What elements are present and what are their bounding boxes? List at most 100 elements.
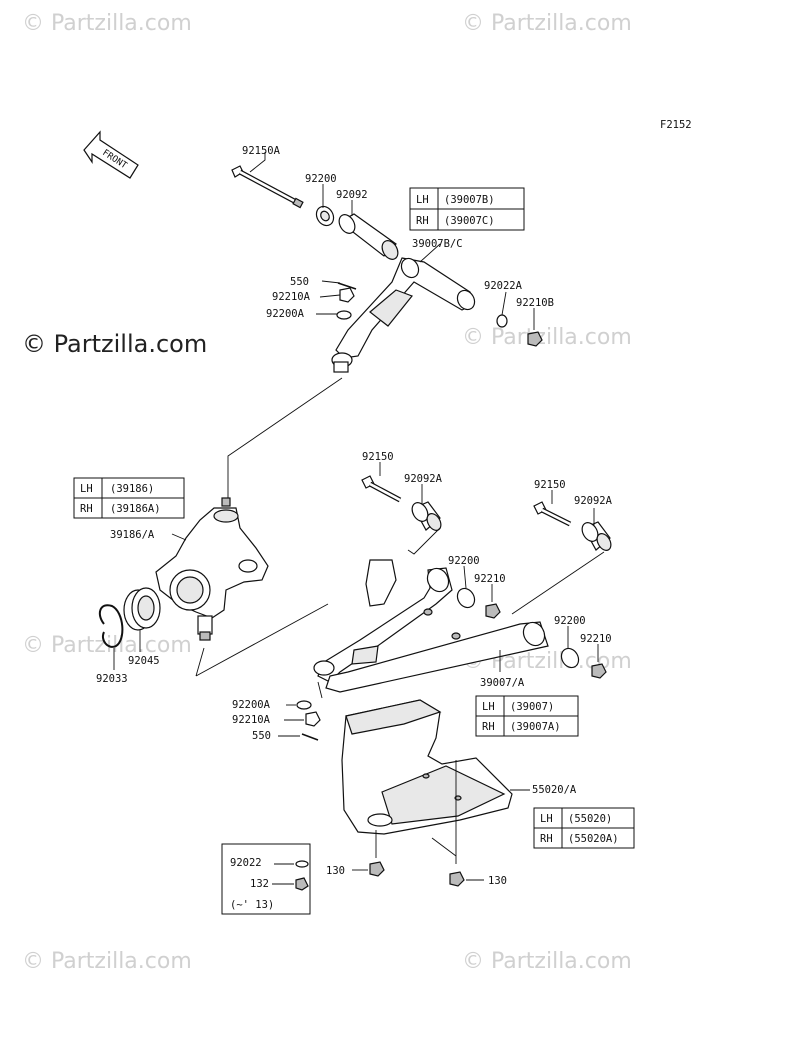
circlip-92033: [98, 604, 124, 648]
label-92150-l: 92150: [362, 451, 394, 463]
table-guard-part-1: (55020A): [568, 833, 619, 845]
label-92200A-top: 92200A: [266, 308, 305, 320]
table-knuckle-part-1: (39186A): [110, 503, 161, 515]
label-92200A-bot: 92200A: [232, 699, 271, 711]
label-39007BC: 39007B/C: [412, 238, 463, 250]
leader-550-top: [321, 280, 341, 284]
leader-bushing-to-arm-l: [407, 527, 441, 555]
leader-knuckle-to-arm: [195, 603, 329, 677]
front-arrow-icon: FRONT: [83, 130, 139, 179]
cotter-pin-550-bot: [301, 733, 319, 741]
label-39186A: 39186/A: [110, 529, 155, 541]
inset-bolt-label: 132: [250, 878, 269, 890]
table-upper-arm-side-0: LH: [416, 194, 429, 206]
nut-92210B: [527, 331, 543, 347]
washer-92200A-top: [336, 310, 352, 320]
bushing-92092-top: [338, 213, 399, 260]
label-92200-m2: 92200: [554, 615, 586, 627]
watermark-top-right: © Partzilla.com: [462, 11, 632, 36]
table-lower-arm-part-0: (39007): [510, 701, 554, 713]
label-92200-top: 92200: [305, 173, 337, 185]
leader-92210A-top: [319, 294, 341, 298]
table-guard-side-1: RH: [540, 833, 553, 845]
inset-box: 92022 132 (~' 13): [221, 843, 311, 915]
label-550-bot: 550: [252, 730, 271, 742]
label-92022A: 92022A: [484, 280, 523, 292]
table-upper-arm: LH (39007B) RH (39007C): [409, 187, 525, 231]
inset-washer-icon: [295, 860, 309, 868]
leader-balljoint-upper: [227, 377, 343, 498]
bolt-130-right: [449, 871, 465, 887]
label-92092-top: 92092: [336, 189, 368, 201]
washer-92200A-bot: [296, 700, 312, 710]
label-130-r: 130: [488, 875, 507, 887]
label-92150A: 92150A: [242, 145, 281, 157]
lower-a-arm: [313, 559, 549, 693]
label-550-top: 550: [290, 276, 309, 288]
label-92200-m1: 92200: [448, 555, 480, 567]
skid-plate-55020A: [341, 699, 513, 835]
leader-39186A: [171, 533, 187, 541]
lower-bolt-92150-right: [533, 501, 572, 527]
table-lower-arm: LH (39007) RH (39007A): [475, 695, 579, 737]
washer-92200-top-hole: [320, 210, 330, 222]
label-92092A-l: 92092A: [404, 473, 443, 485]
label-92210-m1: 92210: [474, 573, 506, 585]
table-lower-arm-side-1: RH: [482, 721, 495, 733]
table-knuckle-part-0: (39186): [110, 483, 154, 495]
label-92150-r: 92150: [534, 479, 566, 491]
upper-bolt-92150A: [231, 165, 304, 209]
watermark-main: © Partzilla.com: [22, 330, 207, 358]
table-lower-arm-part-1: (39007A): [510, 721, 561, 733]
table-knuckle-side-1: RH: [80, 503, 93, 515]
leader-bolt-130-r-branch: [431, 837, 457, 857]
leader-bushing-to-arm-r: [511, 551, 605, 615]
label-92210A-bot: 92210A: [232, 714, 271, 726]
label-92033: 92033: [96, 673, 128, 685]
leader-balljoint-lower: [317, 681, 323, 699]
label-92210-m2: 92210: [580, 633, 612, 645]
leader-39007BC: [419, 243, 441, 263]
inset-washer-label: 92022: [230, 857, 262, 869]
nut-92210A-top: [339, 287, 355, 303]
table-knuckle: LH (39186) RH (39186A): [73, 477, 185, 519]
watermark-top-left: © Partzilla.com: [22, 11, 192, 36]
label-92210B: 92210B: [516, 297, 554, 309]
table-guard: LH (55020) RH (55020A): [533, 807, 635, 849]
cotter-pin-550-top: [337, 282, 357, 290]
nut-92210A-bot: [305, 711, 321, 727]
bushing-92092A-right: [581, 521, 612, 551]
leader-92022A: [501, 291, 507, 316]
label-92045: 92045: [128, 655, 160, 667]
leader-92150A: [249, 152, 266, 173]
nut-92210-mid1: [485, 603, 501, 619]
watermark-bottom-right: © Partzilla.com: [462, 949, 632, 974]
label-55020A: 55020/A: [532, 784, 577, 796]
label-39007A: 39007/A: [480, 677, 525, 689]
washer-92022A: [496, 314, 508, 328]
nut-92210-mid2: [591, 663, 607, 679]
watermark-mid-right-upper: © Partzilla.com: [462, 325, 632, 350]
leader-92200-mid1: [463, 565, 467, 589]
table-upper-arm-part-0: (39007B): [444, 194, 495, 206]
watermark-bottom-left: © Partzilla.com: [22, 949, 192, 974]
table-upper-arm-side-1: RH: [416, 215, 429, 227]
label-130-l: 130: [326, 865, 345, 877]
table-guard-side-0: LH: [540, 813, 553, 825]
inset-bolt-icon: [295, 877, 309, 891]
inset-note: (~' 13): [230, 899, 274, 911]
table-knuckle-side-0: LH: [80, 483, 93, 495]
bolt-130-left: [369, 861, 385, 877]
label-92210A-top: 92210A: [272, 291, 311, 303]
upper-a-arm: [331, 257, 476, 373]
bearing-92045: [123, 587, 161, 631]
lower-bolt-92150-left: [361, 475, 402, 503]
table-lower-arm-side-0: LH: [482, 701, 495, 713]
table-upper-arm-part-1: (39007C): [444, 215, 495, 227]
washer-92200-mid1: [456, 587, 476, 609]
steering-knuckle: [155, 497, 269, 641]
figure-code: F2152: [660, 119, 692, 131]
washer-92200-mid2: [560, 647, 580, 669]
table-guard-part-0: (55020): [568, 813, 612, 825]
